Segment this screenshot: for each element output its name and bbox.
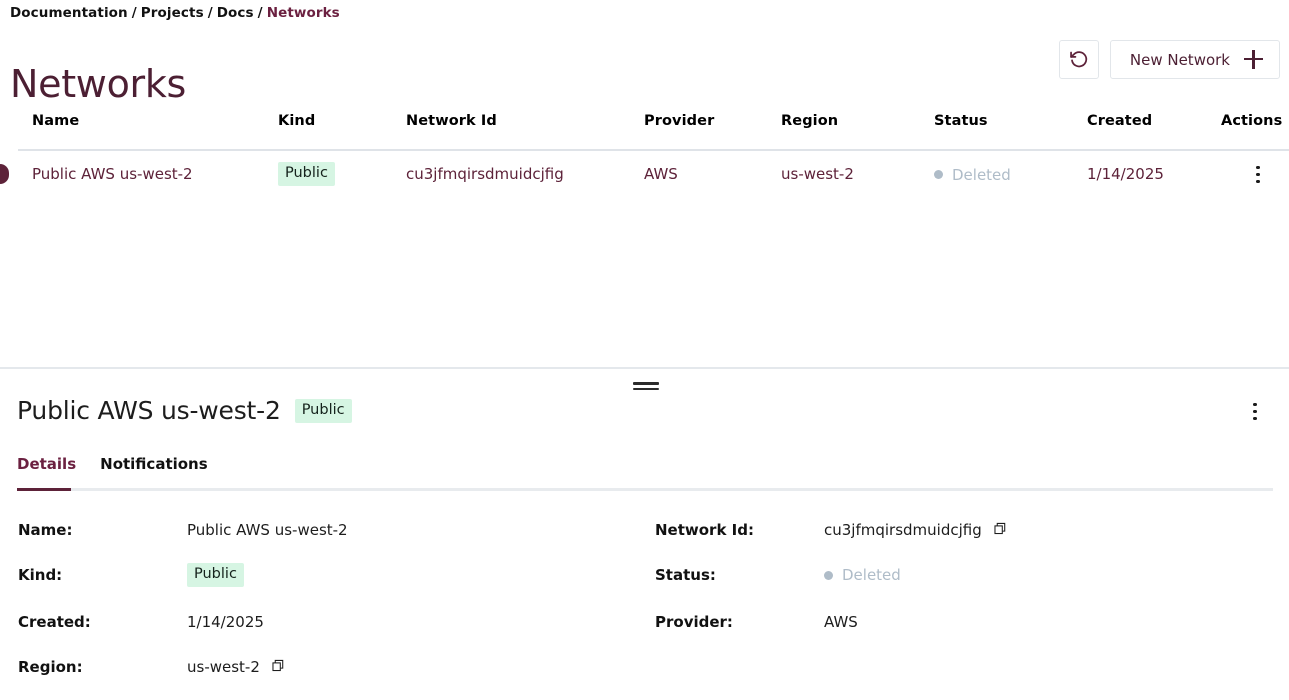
- column-header-name[interactable]: Name: [32, 113, 80, 129]
- panel-divider: [0, 367, 1289, 369]
- refresh-button[interactable]: [1058, 40, 1099, 79]
- field-label-kind: Kind:: [18, 566, 63, 584]
- status-label: Deleted: [842, 566, 901, 584]
- breadcrumb-item-documentation[interactable]: Documentation: [10, 5, 128, 21]
- status-badge: Deleted: [934, 166, 1011, 184]
- new-network-button[interactable]: New Network: [1109, 40, 1280, 79]
- field-value-region: us-west-2: [187, 658, 260, 676]
- field-label-name: Name:: [18, 521, 73, 539]
- field-value-status: Deleted: [824, 566, 901, 584]
- kebab-menu-icon[interactable]: [1256, 166, 1260, 183]
- breadcrumb: Documentation/Projects/Docs/Networks: [10, 5, 340, 21]
- status-badge: Deleted: [824, 566, 901, 584]
- cell-name[interactable]: Public AWS us-west-2: [32, 165, 193, 183]
- cell-region: us-west-2: [781, 165, 854, 183]
- column-header-network-id[interactable]: Network Id: [406, 113, 497, 129]
- detail-tabs: Details Notifications: [17, 455, 208, 483]
- column-header-provider[interactable]: Provider: [644, 113, 715, 129]
- breadcrumb-item-docs[interactable]: Docs: [216, 5, 254, 21]
- detail-title: Public AWS us-west-2: [17, 396, 281, 425]
- table-row[interactable]: Public AWS us-west-2 Public cu3jfmqirsdm…: [0, 150, 1289, 205]
- field-label-network-id: Network Id:: [655, 521, 754, 539]
- field-value-name: Public AWS us-west-2: [187, 521, 348, 539]
- row-selected-indicator: [0, 164, 9, 184]
- tab-notifications[interactable]: Notifications: [100, 455, 208, 473]
- breadcrumb-separator: /: [131, 5, 137, 21]
- table-header-divider: [18, 149, 1289, 151]
- column-header-created[interactable]: Created: [1087, 113, 1153, 129]
- plus-icon: [1244, 50, 1263, 69]
- field-value-kind: Public: [187, 563, 244, 587]
- kind-badge: Public: [187, 563, 244, 587]
- field-label-region: Region:: [18, 658, 83, 676]
- cell-created: 1/14/2025: [1087, 165, 1164, 183]
- panel-resize-handle[interactable]: [633, 381, 659, 391]
- new-network-label: New Network: [1129, 50, 1230, 69]
- page-title: Networks: [10, 62, 187, 107]
- field-value-provider: AWS: [824, 613, 858, 631]
- networks-table: Name Kind Network Id Provider Region Sta…: [0, 113, 1289, 205]
- cell-status: Deleted: [934, 165, 1011, 184]
- header-actions: New Network: [1058, 40, 1280, 79]
- active-tab-indicator: [17, 488, 71, 491]
- breadcrumb-item-projects[interactable]: Projects: [140, 5, 204, 21]
- field-value-network-id: cu3jfmqirsdmuidcjfig: [824, 521, 982, 539]
- breadcrumb-separator: /: [207, 5, 213, 21]
- field-value-region-wrap: us-west-2: [187, 658, 285, 676]
- status-label: Deleted: [952, 165, 1011, 184]
- field-label-created: Created:: [18, 613, 91, 631]
- breadcrumb-item-networks[interactable]: Networks: [266, 5, 340, 21]
- column-header-actions: Actions: [1221, 113, 1283, 129]
- copy-icon[interactable]: [272, 658, 285, 676]
- column-header-region[interactable]: Region: [781, 113, 839, 129]
- field-value-created: 1/14/2025: [187, 613, 264, 631]
- breadcrumb-separator: /: [257, 5, 263, 21]
- copy-icon[interactable]: [994, 521, 1007, 539]
- field-value-network-id-wrap: cu3jfmqirsdmuidcjfig: [824, 521, 1007, 539]
- tabs-underline: [17, 488, 1273, 491]
- tab-details[interactable]: Details: [17, 455, 77, 473]
- cell-kind: Public: [278, 162, 335, 186]
- field-label-provider: Provider:: [655, 613, 733, 631]
- column-header-status[interactable]: Status: [934, 113, 988, 129]
- detail-header: Public AWS us-west-2 Public: [17, 396, 352, 425]
- cell-network-id: cu3jfmqirsdmuidcjfig: [406, 165, 564, 183]
- field-label-status: Status:: [655, 566, 716, 584]
- status-dot-icon: [934, 170, 943, 179]
- detail-kind-badge: Public: [294, 398, 352, 423]
- detail-kebab-menu-icon[interactable]: [1253, 403, 1257, 420]
- kind-badge: Public: [278, 162, 335, 186]
- cell-provider: AWS: [644, 165, 678, 183]
- table-header-row: Name Kind Network Id Provider Region Sta…: [0, 113, 1289, 150]
- column-header-kind[interactable]: Kind: [278, 113, 316, 129]
- cell-actions: [1256, 166, 1260, 183]
- refresh-icon: [1068, 48, 1089, 72]
- status-dot-icon: [824, 570, 833, 580]
